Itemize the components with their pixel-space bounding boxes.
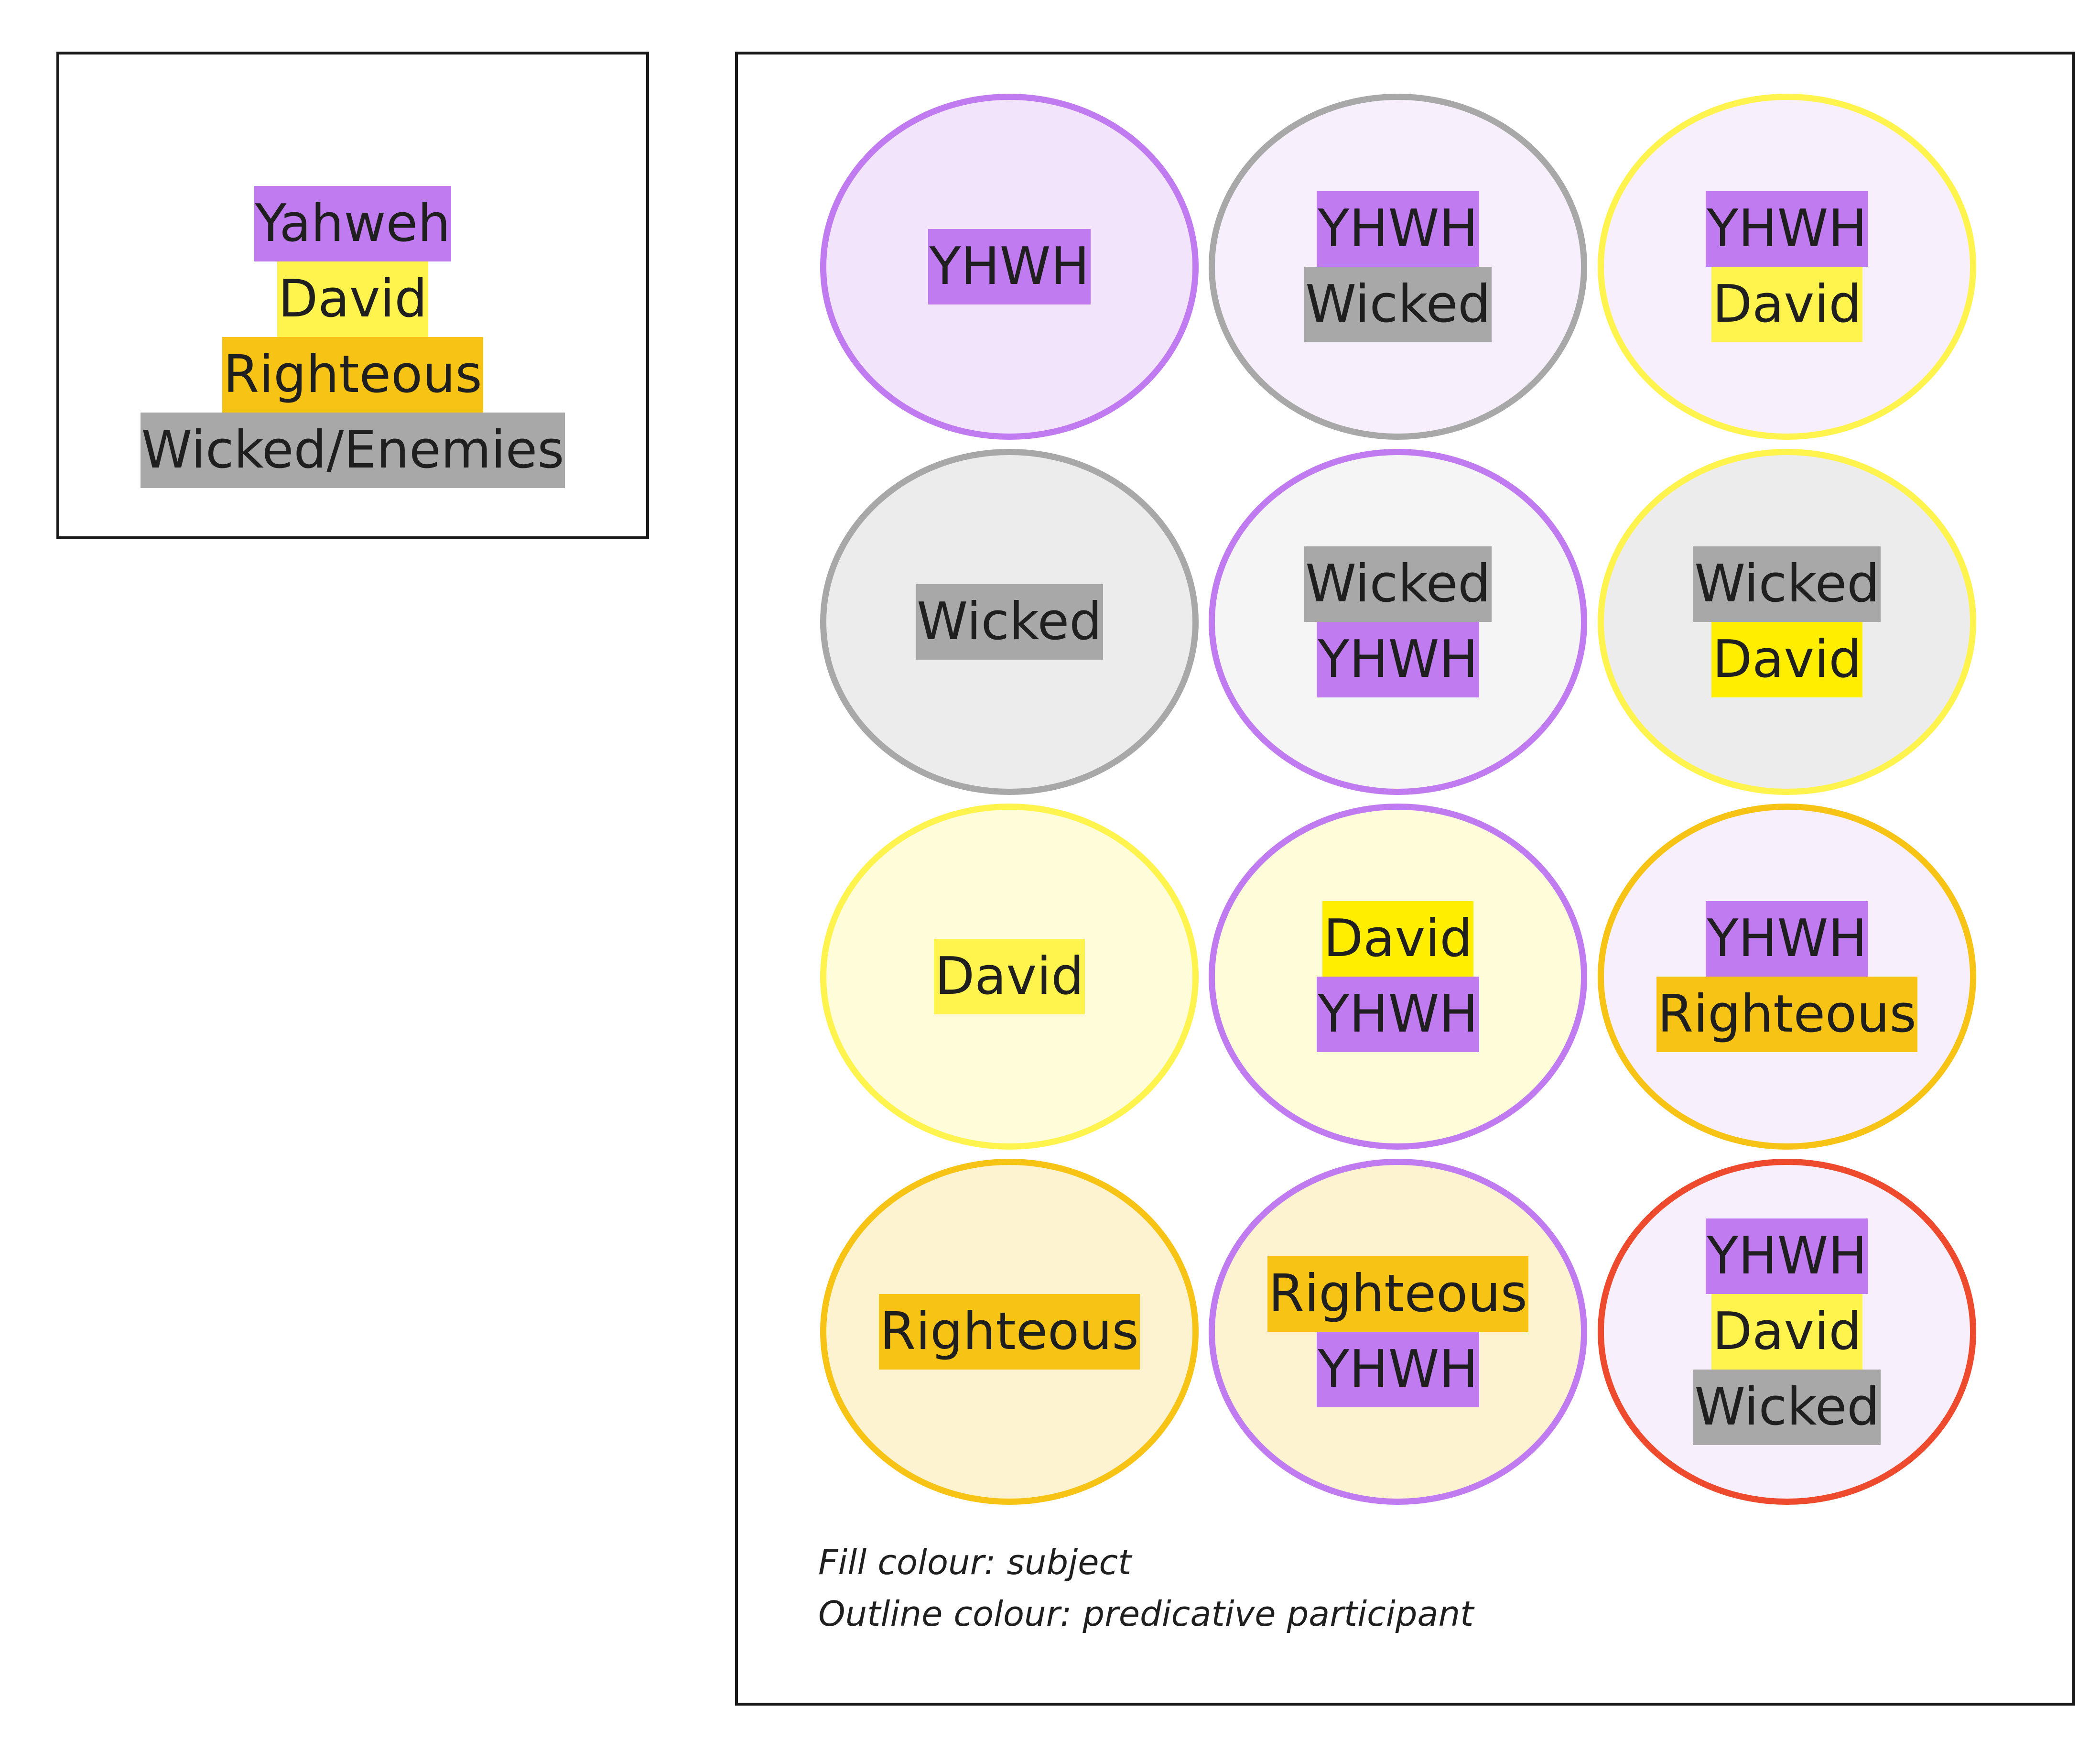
legend-list: Yahweh David Righteous Wicked/Enemies bbox=[59, 186, 646, 488]
legend-item-david: David bbox=[277, 261, 428, 337]
circle-label-yhwh: YHWH bbox=[1317, 191, 1479, 267]
circle-label-david: David bbox=[1711, 267, 1862, 342]
note-outline-colour: Outline colour: predicative participant bbox=[818, 1594, 1474, 1634]
circle-label-yhwh: YHWH bbox=[1317, 977, 1479, 1052]
diagram-notes: Fill colour: subject Outline colour: pre… bbox=[818, 1536, 1473, 1640]
circle-label-yhwh: YHWH bbox=[928, 229, 1091, 304]
circle-label-david: David bbox=[1711, 622, 1862, 697]
legend-item-righteous: Righteous bbox=[222, 337, 483, 413]
circle-label-righteous: Righteous bbox=[1656, 977, 1917, 1052]
circle-label-wicked: Wicked bbox=[1304, 546, 1492, 622]
circle-label-wicked: Wicked bbox=[916, 584, 1103, 660]
note-fill-colour: Fill colour: subject bbox=[818, 1542, 1132, 1582]
circle-r3-c1: David bbox=[820, 804, 1199, 1150]
circle-r1-c1: YHWH bbox=[820, 94, 1199, 440]
legend-item-yahweh: Yahweh bbox=[254, 186, 452, 261]
circle-label-yhwh: YHWH bbox=[1706, 191, 1868, 267]
circle-label-yhwh: YHWH bbox=[1706, 901, 1868, 977]
circle-label-david: David bbox=[934, 939, 1085, 1014]
circle-r2-c1: Wicked bbox=[820, 449, 1199, 795]
circle-label-wicked: Wicked bbox=[1304, 267, 1492, 342]
circle-label-wicked: Wicked bbox=[1693, 546, 1881, 622]
circle-r4-c1: Righteous bbox=[820, 1159, 1199, 1505]
circle-label-david: David bbox=[1711, 1294, 1862, 1370]
legend-box: Yahweh David Righteous Wicked/Enemies bbox=[56, 52, 649, 539]
circle-label-david: David bbox=[1322, 901, 1473, 977]
circle-label-yhwh: YHWH bbox=[1317, 622, 1479, 697]
legend-item-wicked-enemies: Wicked/Enemies bbox=[140, 413, 565, 488]
circle-label-righteous: Righteous bbox=[1267, 1256, 1528, 1332]
circle-label-yhwh: YHWH bbox=[1706, 1218, 1868, 1294]
circle-label-righteous: Righteous bbox=[879, 1294, 1140, 1370]
circle-label-yhwh: YHWH bbox=[1317, 1332, 1479, 1407]
circle-label-wicked: Wicked bbox=[1693, 1370, 1881, 1445]
